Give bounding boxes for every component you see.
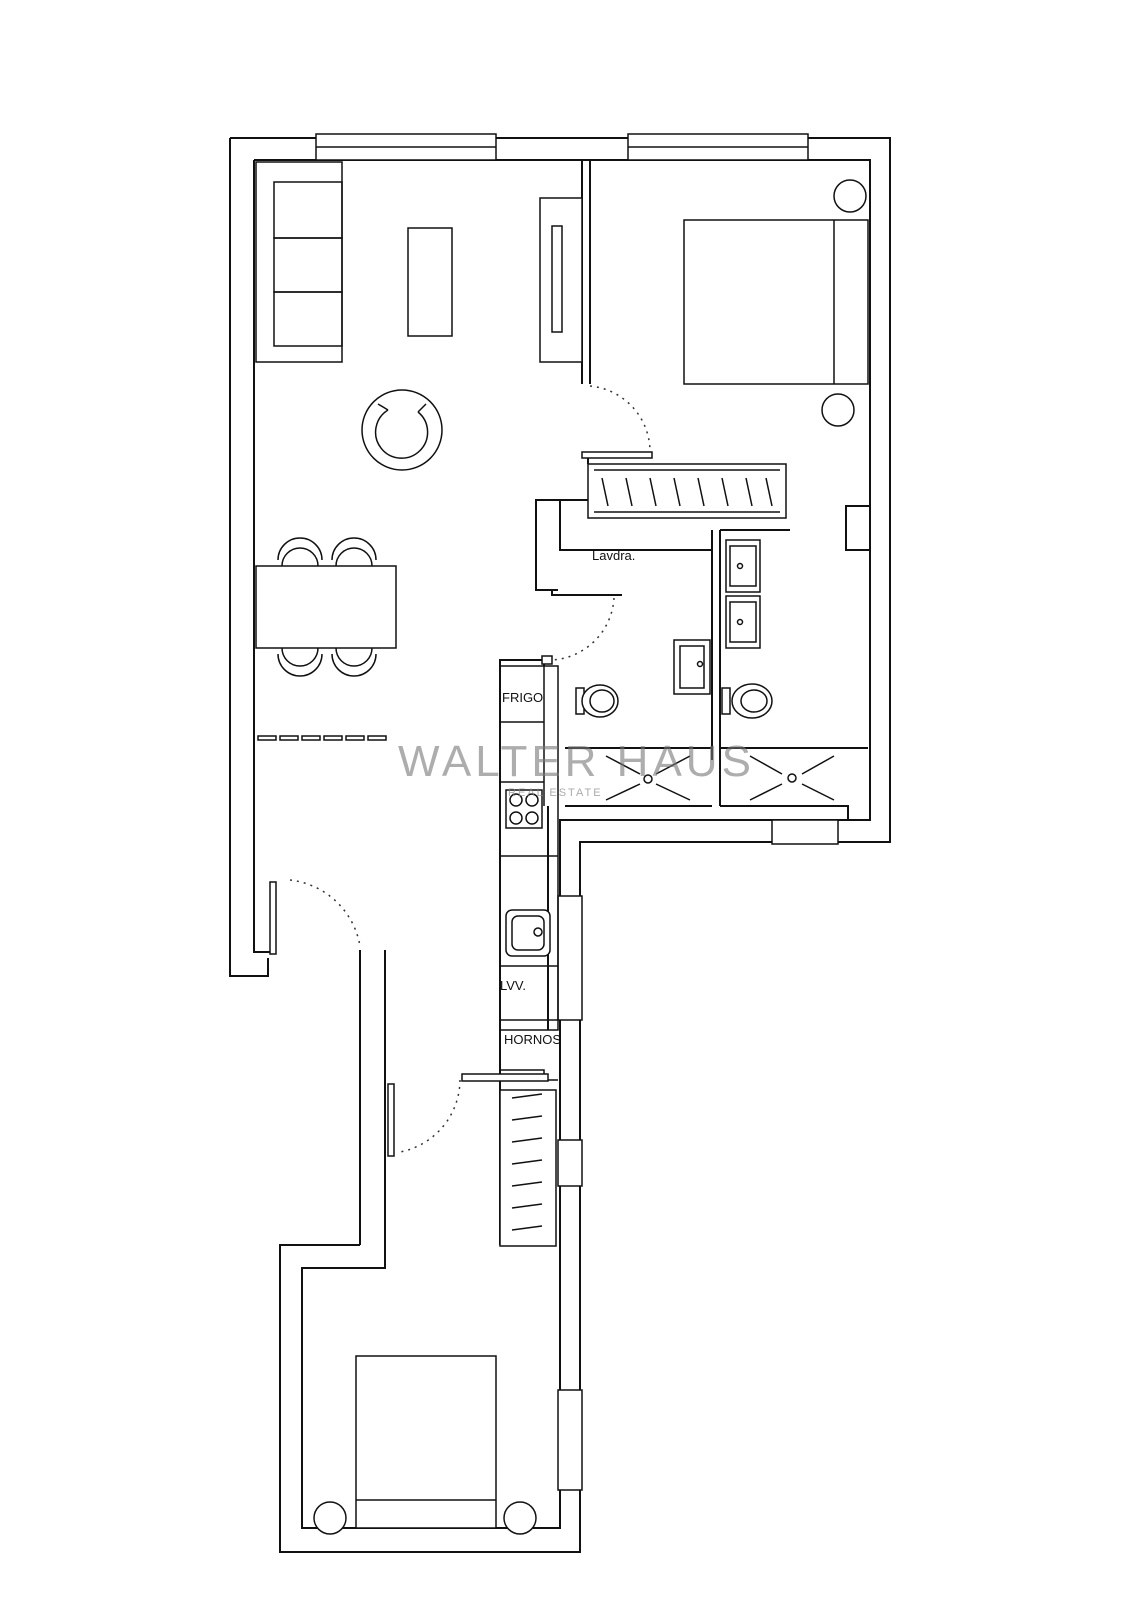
doors [269, 385, 653, 1157]
armchair [361, 389, 443, 471]
label-frigo: FRIGO [502, 690, 543, 705]
toilet [721, 683, 773, 719]
nightstand-lamp [313, 1501, 347, 1535]
outer-walls [229, 137, 891, 1553]
nightstand-lamp [821, 393, 855, 427]
toilet [575, 684, 619, 718]
tv-unit [539, 197, 583, 363]
shower-tray [605, 755, 691, 801]
shower-tray [749, 755, 835, 801]
label-lavadero: Lavdra. [592, 548, 635, 563]
cooktop [505, 789, 543, 829]
living-furniture [255, 161, 583, 677]
dining-table [255, 565, 397, 649]
nightstand-lamp [503, 1501, 537, 1535]
window-corridor [557, 1139, 583, 1187]
bathroom-fixtures [575, 539, 835, 801]
wardrobe-hangers [601, 477, 773, 507]
nightstand-lamp [833, 179, 867, 213]
sofa [255, 161, 343, 363]
corridor-wardrobe-hangers [511, 1093, 543, 1231]
room-divider [257, 735, 387, 741]
interior-walls [257, 160, 870, 1247]
kitchen-fixtures [505, 789, 551, 1231]
windows [315, 133, 839, 1491]
coffee-table [407, 227, 453, 337]
watermark-brand: WALTER HAUS [398, 737, 755, 786]
double-bed-2 [355, 1355, 497, 1529]
bedroom-2-furniture [313, 1355, 537, 1535]
window-bedroom-2 [557, 1389, 583, 1491]
kitchen-sink [505, 909, 551, 957]
label-lavavajillas: LVV. [500, 978, 526, 993]
window-bathroom [771, 819, 839, 845]
bedroom-1-furniture [601, 179, 869, 507]
dining-chairs [277, 537, 377, 677]
double-sink [725, 539, 761, 649]
double-bed-1 [683, 219, 869, 385]
window-kitchen [557, 895, 583, 1021]
watermark-subtitle: REAL ESTATE [508, 787, 603, 799]
label-hornos: HORNOS [504, 1032, 561, 1047]
